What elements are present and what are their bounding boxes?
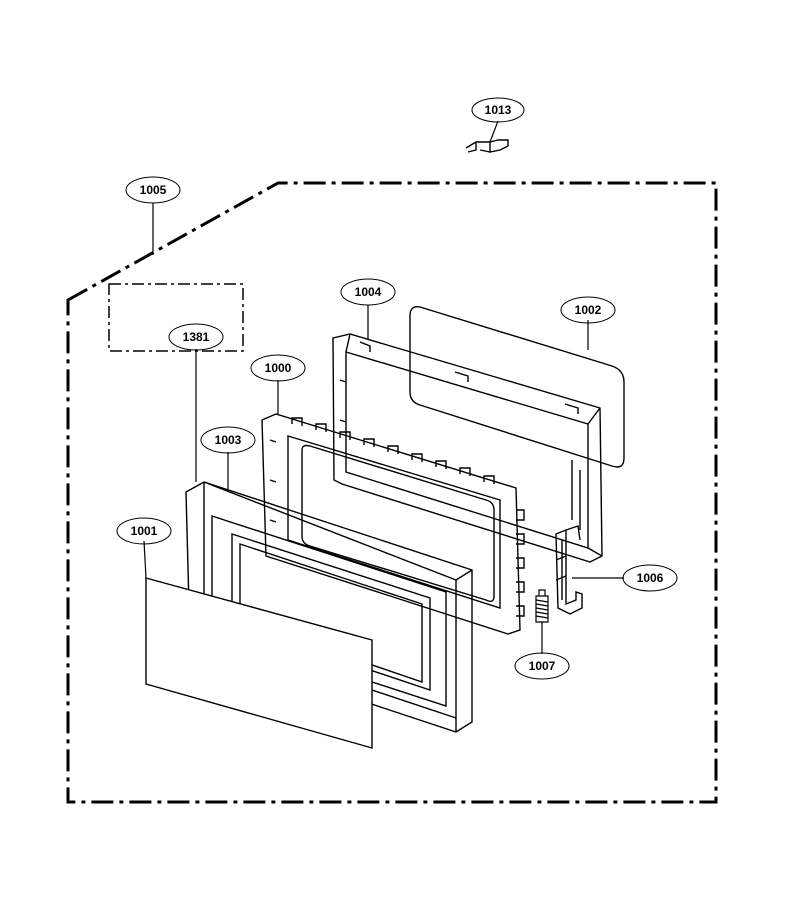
part-1004-frame: [332, 333, 603, 563]
callout-1002: 1002: [560, 296, 616, 324]
label-1006: 1006: [637, 571, 664, 585]
part-1002-panel: [409, 306, 625, 468]
callout-1006: 1006: [622, 564, 678, 592]
callout-1003: 1003: [200, 426, 256, 454]
callout-1007: 1007: [514, 652, 570, 680]
part-1007-spring: [535, 589, 549, 623]
label-1004: 1004: [355, 285, 382, 299]
part-1001-front-panel: [145, 577, 373, 749]
label-1005: 1005: [140, 183, 167, 197]
callout-1004: 1004: [340, 278, 396, 306]
callout-1000: 1000: [250, 354, 306, 382]
subassembly-box: [108, 283, 244, 352]
part-1013-clip: [465, 139, 509, 153]
label-1000: 1000: [265, 361, 292, 375]
label-1013: 1013: [485, 103, 512, 117]
label-1381: 1381: [183, 330, 210, 344]
callout-1381: 1381: [168, 323, 224, 351]
callout-1013: 1013: [471, 97, 525, 123]
label-1002: 1002: [575, 303, 602, 317]
label-1007: 1007: [529, 659, 556, 673]
leader-lines: [143, 120, 624, 654]
label-1001: 1001: [131, 524, 158, 538]
part-1000-door-frame: [261, 413, 525, 635]
callout-1005: 1005: [125, 176, 181, 204]
callout-1001: 1001: [116, 517, 172, 545]
part-1006-latch: [555, 525, 583, 615]
label-1003: 1003: [215, 433, 242, 447]
assembly-boundary: [66, 181, 718, 804]
